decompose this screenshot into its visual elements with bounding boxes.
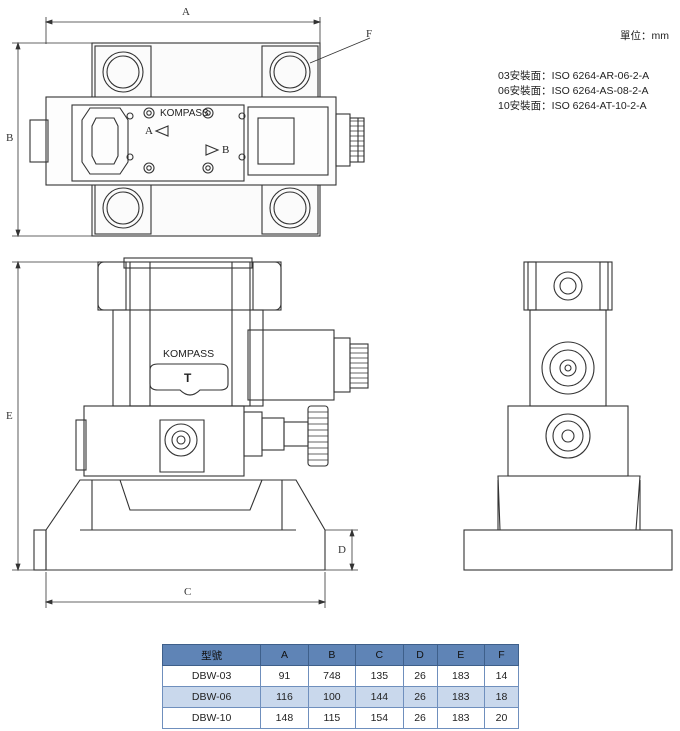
dimension-lines-top [12,17,371,238]
dim-label-e: E [6,410,13,422]
table-cell: DBW-03 [161,665,262,687]
table-cell: 116 [260,686,309,708]
table-header-cell: B [307,644,357,666]
table-header-cell: F [483,644,520,666]
dim-label-c: C [184,586,192,598]
front-view [33,257,369,571]
table-row: DBW-06 116 100 144 26 183 18 [161,686,520,708]
dimension-table: 型號 A B C D E F DBW-03 91 748 135 26 183 … [161,644,520,729]
side-view [463,261,673,571]
table-cell: 14 [483,665,520,687]
table-cell: 154 [355,707,404,729]
front-view-brand: KOMPASS [163,348,215,360]
table-cell: DBW-10 [161,707,262,729]
table-cell: 18 [483,686,520,708]
table-cell: 91 [260,665,309,687]
table-cell: 20 [483,707,520,729]
port-b-label: B [222,144,230,156]
table-header-cell: C [355,644,404,666]
unit-label: 單位：mm [620,30,669,42]
table-cell: 144 [355,686,404,708]
top-view [29,42,365,237]
dimension-lines-front [12,260,358,608]
table-cell: 26 [402,686,438,708]
table-cell: 135 [355,665,404,687]
table-row: DBW-03 91 748 135 26 183 14 [161,665,520,687]
dim-label-f: F [366,28,373,40]
table-cell: 26 [402,665,438,687]
table-cell: DBW-06 [161,686,262,708]
table-cell: 183 [436,707,485,729]
table-header-cell: E [436,644,485,666]
table-cell: 26 [402,707,438,729]
table-header-cell: 型號 [161,644,262,666]
dim-label-a: A [182,6,190,18]
table-row: DBW-10 148 115 154 26 183 20 [161,707,520,729]
table-cell: 100 [307,686,357,708]
table-cell: 115 [307,707,357,729]
dim-label-b: B [6,132,14,144]
spec-line: 03安裝面：ISO 6264-AR-06-2-A [498,70,650,82]
spec-line: 06安裝面：ISO 6264-AS-08-2-A [498,85,649,97]
table-cell: 183 [436,665,485,687]
dim-label-d: D [338,544,346,556]
port-a-label: A [145,125,153,137]
top-view-brand: KOMPASS [160,108,209,119]
table-cell: 148 [260,707,309,729]
knob-letter: T [184,371,192,385]
table-header-cell: A [260,644,309,666]
table-cell: 183 [436,686,485,708]
table-header-cell: D [402,644,438,666]
table-cell: 748 [307,665,357,687]
spec-line: 10安裝面：ISO 6264-AT-10-2-A [498,100,647,112]
table-header-row: 型號 A B C D E F [161,644,520,666]
